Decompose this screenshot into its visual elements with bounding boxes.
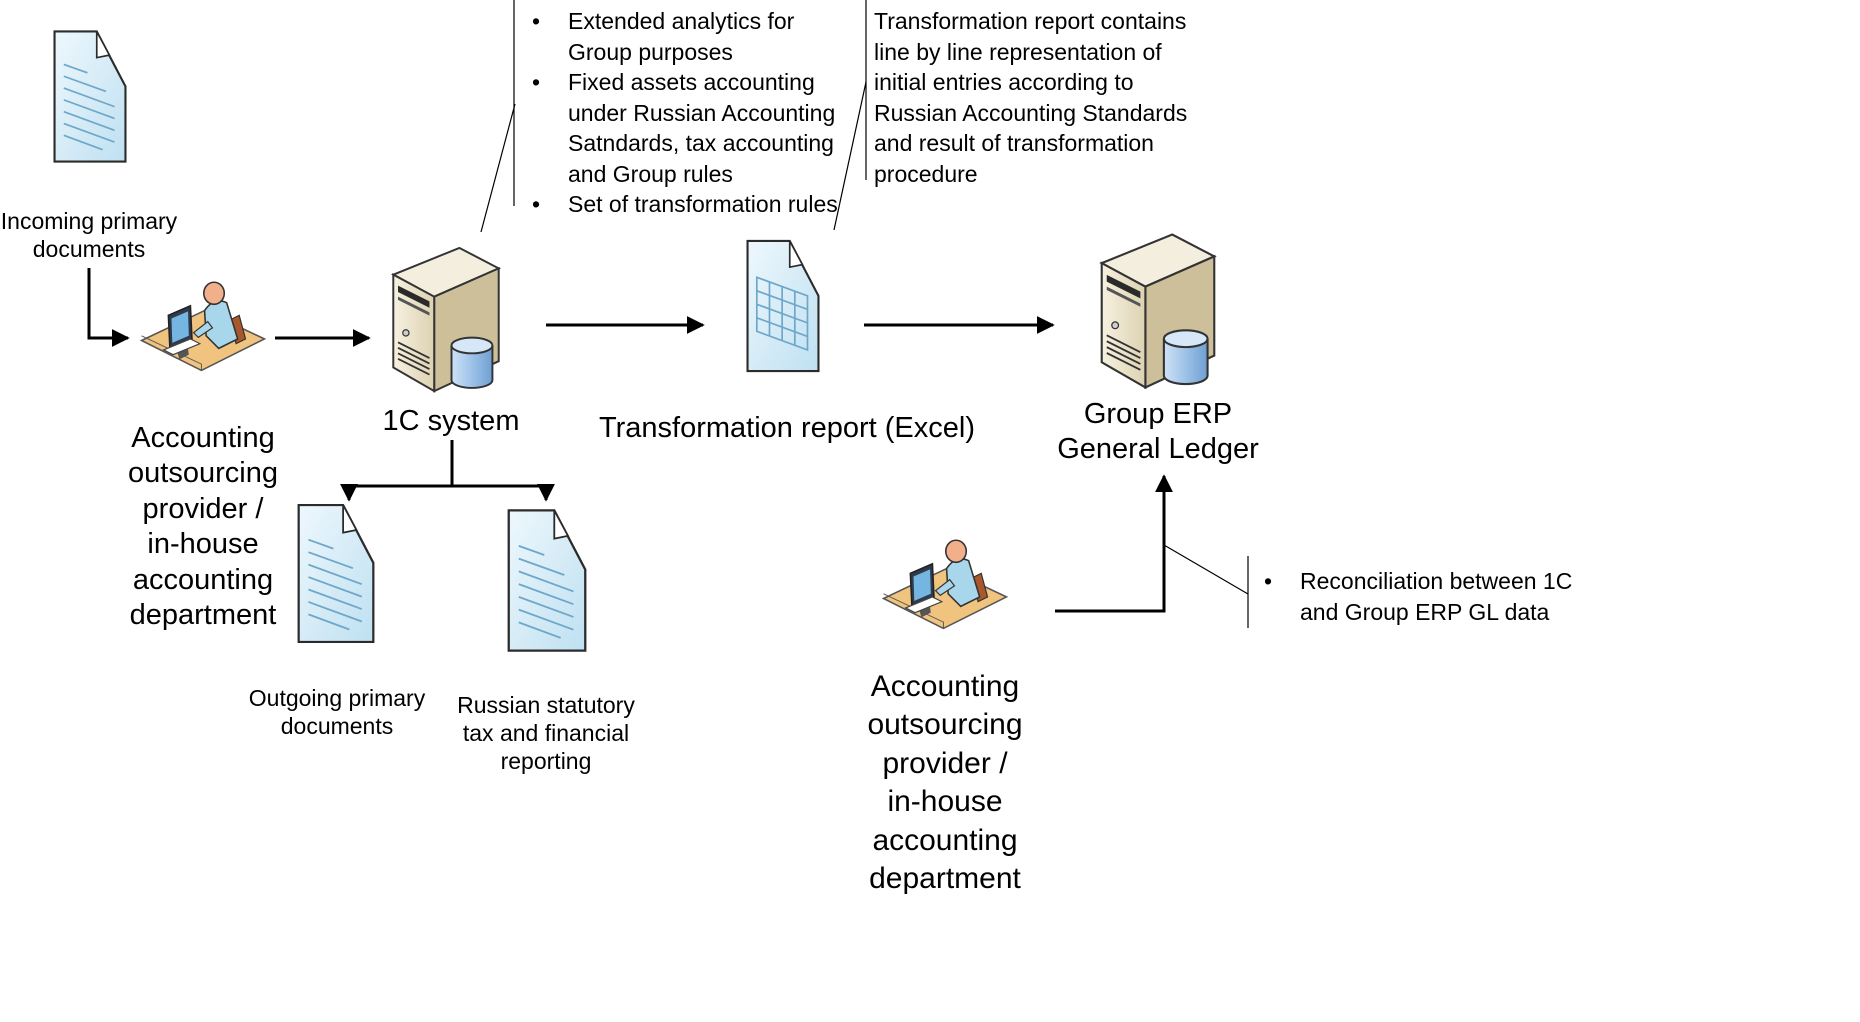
arrow-provider-to-erp [1055,474,1173,613]
provider-right-label: Accounting outsourcing provider / in-hou… [867,670,1023,895]
document-icon [297,503,375,644]
note-bullet: Set of transformation rules [518,189,848,220]
reconciliation-note: Reconciliation between 1C and Group ERP … [1250,566,1580,627]
callout-leader-reconciliation [1163,544,1249,595]
note-bullet: Reconciliation between 1C and Group ERP … [1250,566,1580,627]
accountant-workstation-icon [140,281,266,372]
provider-left-label: Accounting outsourcing provider / in-hou… [128,422,278,631]
incoming-docs-label: Incoming primary documents [0,208,178,263]
report-note: Transformation report contains line by l… [874,8,1188,187]
server-database-icon [392,246,500,393]
document-icon [507,509,587,652]
document-icon [53,30,127,163]
russian-reporting-label: Russian statutory tax and financial repo… [457,692,635,775]
arrow-incoming-to-provider [87,268,130,347]
transformation-report-label: Transformation report (Excel) [598,412,976,444]
accountant-workstation-icon [882,539,1008,630]
server-database-icon [1100,233,1216,389]
group-erp-label: Group ERP General Ledger [1057,398,1259,466]
note-bullet: Extended analytics for Group purposes [518,6,848,67]
callout-leader-1c [480,103,516,233]
arrow-1c-branch-outputs [340,483,555,502]
1c-system-note: Extended analytics for Group purposes Fi… [518,6,848,220]
1c-system-label: 1C system [382,405,520,437]
note-bullet: Fixed assets accounting under Russian Ac… [518,67,848,189]
spreadsheet-document-icon [746,239,820,373]
outgoing-docs-label: Outgoing primary documents [248,685,426,740]
